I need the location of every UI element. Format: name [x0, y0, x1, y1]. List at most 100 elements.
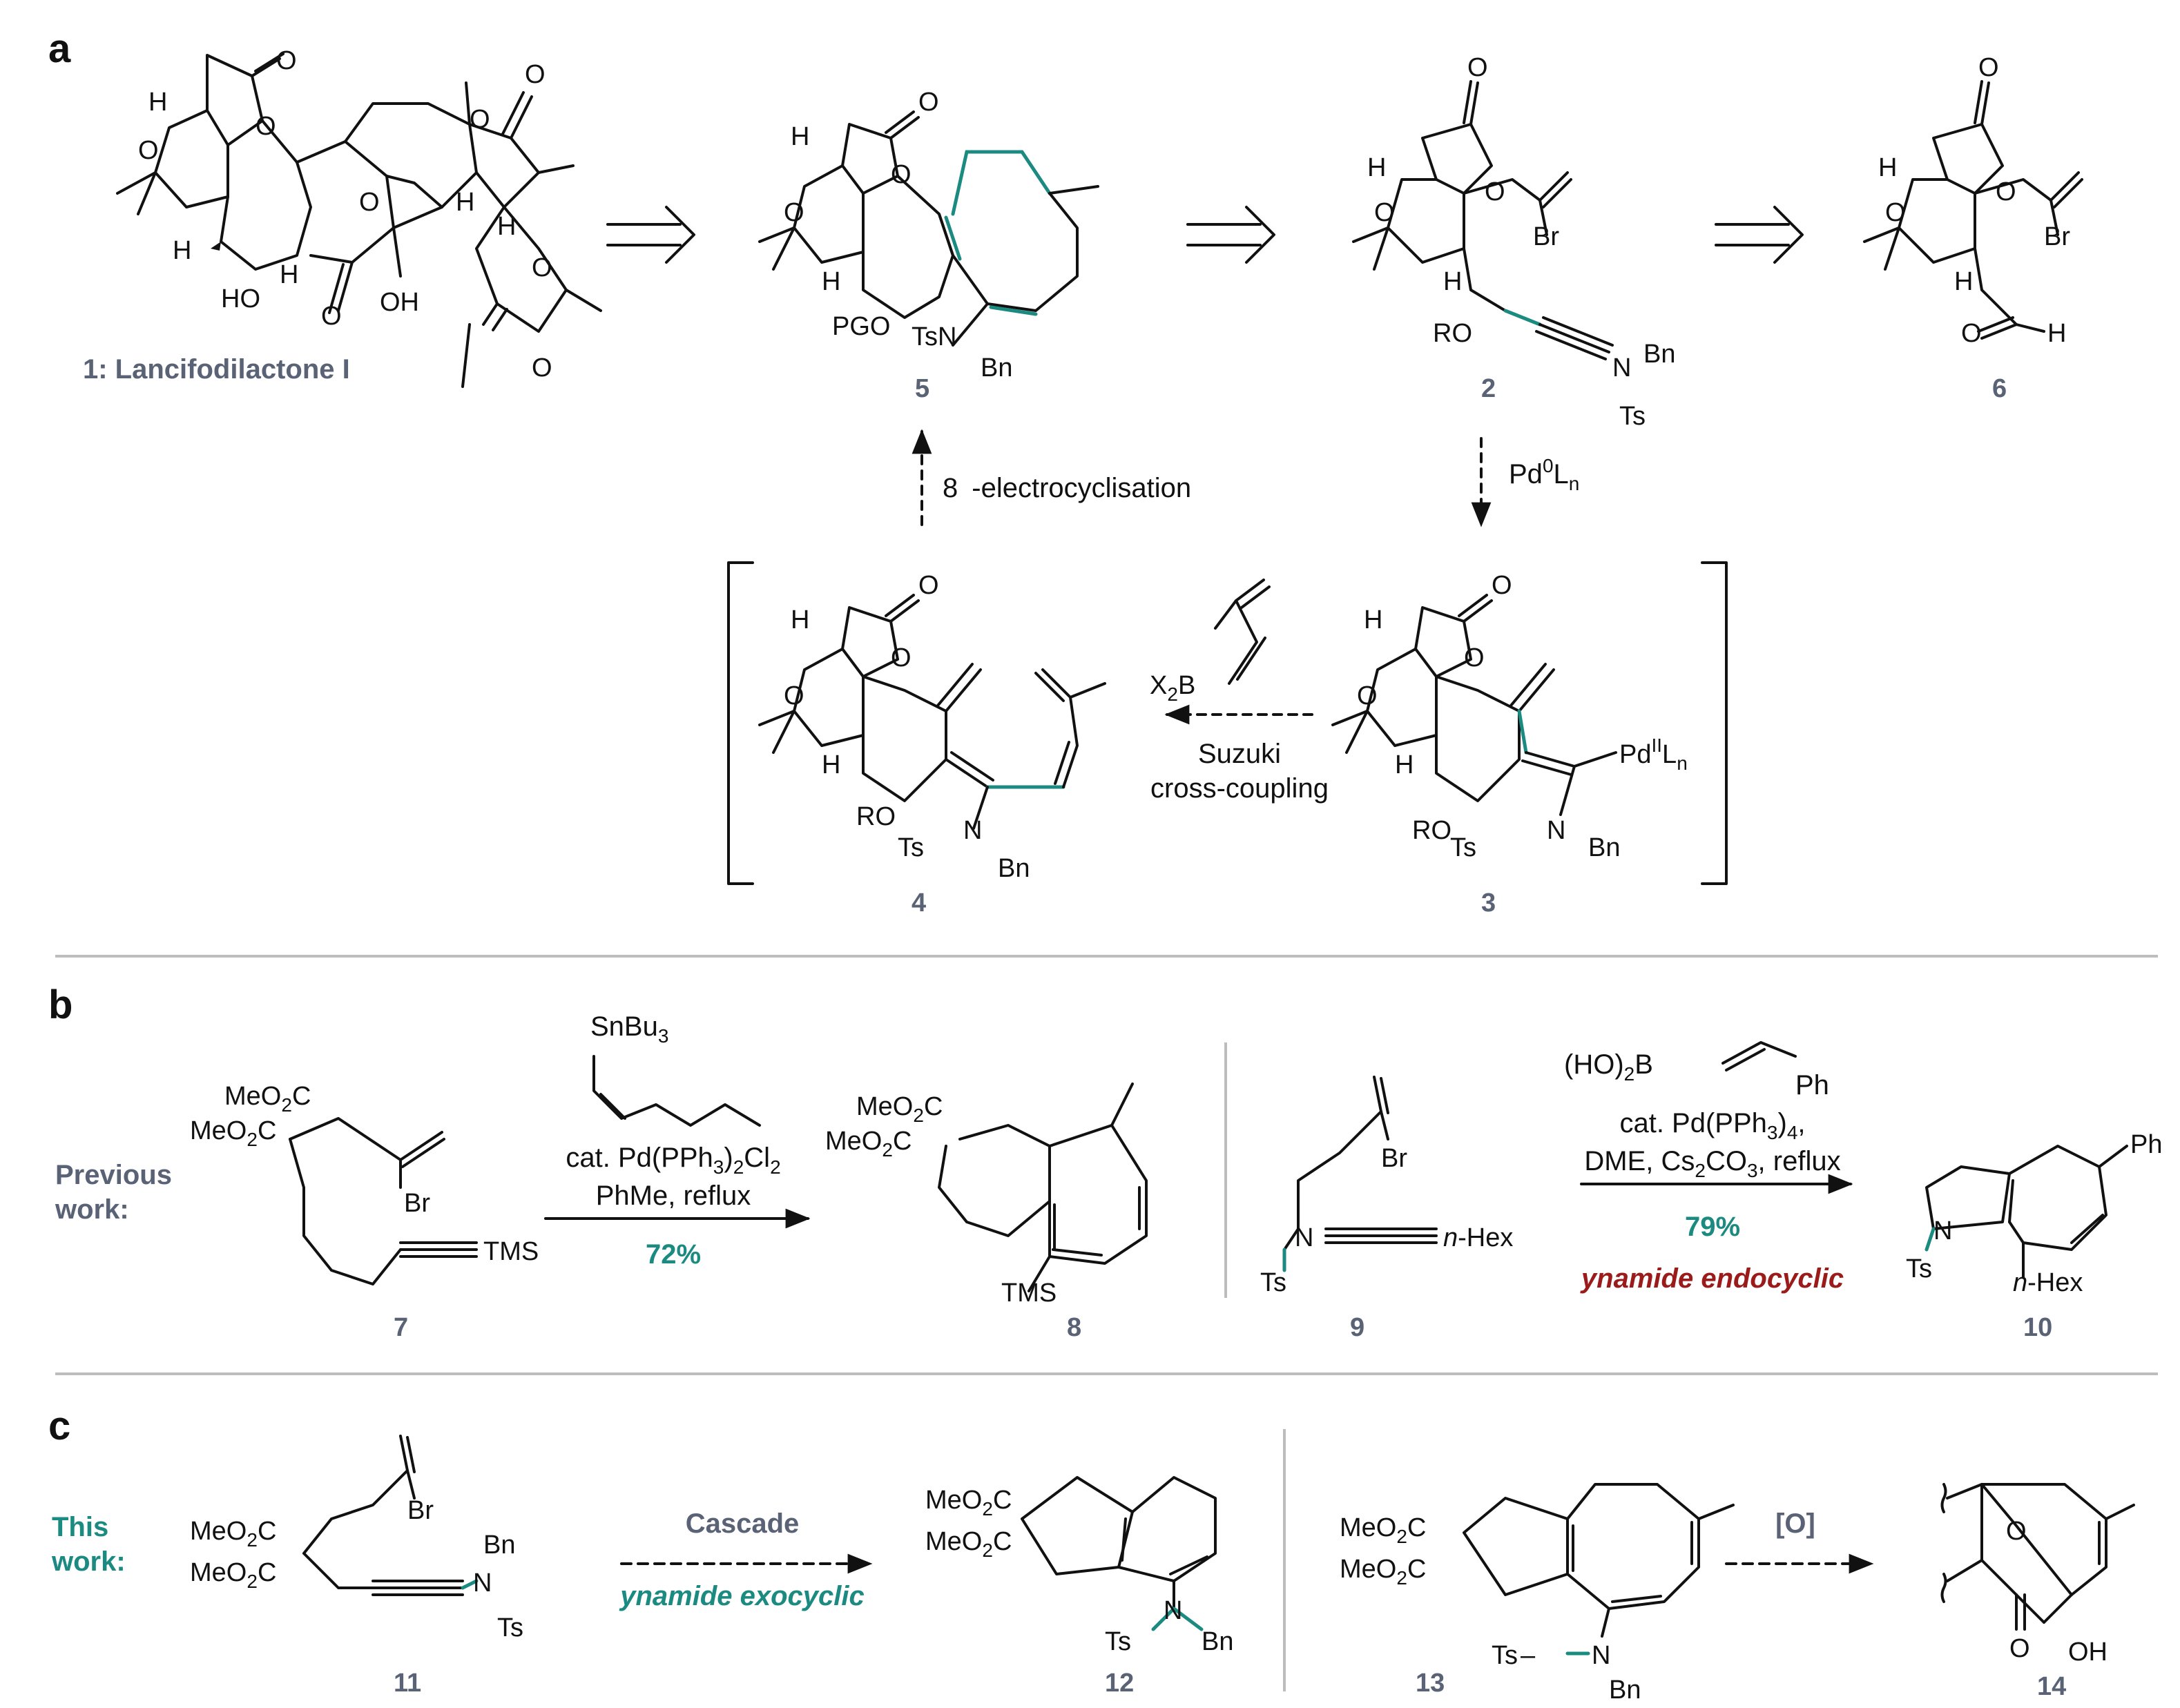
svg-text:O: O	[1885, 198, 1906, 227]
compound-8-structure	[938, 1083, 1148, 1292]
svg-text:O: O	[532, 353, 552, 382]
compound-12-labels: MeO2C MeO2C N Ts Bn	[925, 1486, 1233, 1656]
svg-text:PGO: PGO	[832, 312, 890, 341]
compound-4-labels: H O O O H RO Ts N Bn	[784, 571, 1030, 883]
compound-10-structure	[1925, 1145, 2128, 1279]
svg-text:H: H	[1367, 153, 1386, 182]
compound-9-number: 9	[1350, 1313, 1364, 1342]
svg-text:Ts: Ts	[1105, 1627, 1131, 1656]
svg-text:HO: HO	[221, 284, 260, 313]
compound-5-structure	[758, 110, 1099, 347]
svg-text:O: O	[1492, 571, 1512, 600]
svg-text:Ts: Ts	[1450, 833, 1476, 862]
svg-text:O: O	[918, 571, 939, 600]
compound-10-labels: Ph N Ts n-Hex	[1906, 1130, 2162, 1297]
compound-7-structure	[289, 1117, 478, 1285]
svg-text:Bn: Bn	[483, 1531, 515, 1560]
svg-text:Br: Br	[404, 1189, 430, 1218]
svg-text:n-Hex: n-Hex	[2013, 1268, 2083, 1297]
svg-text:O: O	[1467, 53, 1488, 82]
svg-text:MeO2C: MeO2C	[190, 1558, 276, 1592]
svg-text:TsN: TsN	[911, 322, 956, 351]
svg-text:H: H	[2047, 319, 2066, 348]
svg-text:H: H	[1443, 267, 1462, 296]
compound-9-structure	[1282, 1076, 1438, 1272]
svg-text:O: O	[1357, 681, 1378, 710]
panel-label-b: b	[48, 982, 73, 1027]
svg-text:O: O	[321, 302, 342, 331]
compound-13-number: 13	[1416, 1669, 1445, 1698]
retro-arrow-3	[1715, 206, 1804, 264]
previous-work-label-1: Previous	[55, 1160, 172, 1190]
this-work-label-2: work:	[51, 1546, 126, 1577]
svg-text:O: O	[2006, 1517, 2027, 1546]
compound-3-labels: H O O O H RO Ts N Bn PdIILn	[1357, 571, 1688, 862]
step-suzuki-1: Suzuki	[1198, 739, 1281, 769]
compound-5-labels: H O O O H PGO TsN Bn	[784, 88, 1012, 382]
svg-text:Ts: Ts	[1906, 1254, 1932, 1283]
svg-text:H: H	[173, 236, 191, 265]
svg-text:O: O	[138, 136, 159, 165]
svg-text:MeO2C: MeO2C	[825, 1127, 911, 1161]
svg-text:O: O	[470, 105, 490, 134]
svg-text:OH: OH	[2068, 1638, 2107, 1667]
svg-text:O: O	[1996, 177, 2016, 206]
svg-text:MeO2C: MeO2C	[1340, 1555, 1426, 1589]
svg-text:Ts: Ts	[1619, 402, 1646, 431]
svg-text:O: O	[891, 643, 911, 672]
compound-13-structure	[1463, 1483, 1735, 1656]
svg-text:MeO2C: MeO2C	[856, 1092, 943, 1126]
note-endocyclic: ynamide endocyclic	[1580, 1263, 1844, 1294]
svg-text:Ts–: Ts–	[1492, 1641, 1536, 1670]
x2b-label: X2B	[1150, 671, 1195, 705]
yield-79: 79%	[1685, 1212, 1740, 1242]
cond2-line1: cat. Pd(PPh3)4,	[1619, 1108, 1805, 1143]
compound-13-labels: MeO2C MeO2C Ts– N Bn	[1340, 1513, 1641, 1705]
compound-3-number: 3	[1481, 889, 1496, 918]
panel-label-c: c	[48, 1404, 70, 1448]
svg-text:N: N	[473, 1569, 492, 1598]
svg-text:Bn: Bn	[1643, 340, 1675, 369]
svg-text:Ts: Ts	[898, 833, 924, 862]
compound-1-labels: H O O O H HO H O OH O H H O O O O	[138, 46, 552, 382]
svg-text:H: H	[791, 122, 809, 151]
compound-1-name: 1: Lancifodilactone I	[83, 354, 350, 385]
svg-text:RO: RO	[1433, 319, 1472, 348]
svg-text:O: O	[1978, 53, 1999, 82]
compound-2-structure	[1352, 80, 1614, 360]
svg-text:H: H	[1395, 750, 1414, 779]
vinyl-boronic-acid	[1721, 1041, 1797, 1071]
cond2-line2: DME, Cs2CO3, reflux	[1584, 1146, 1840, 1181]
svg-text:Ph: Ph	[2130, 1130, 2162, 1159]
compound-4-structure	[758, 594, 1106, 830]
compound-8-number: 8	[1067, 1313, 1081, 1342]
yield-72: 72%	[646, 1239, 701, 1270]
step-cascade: Cascade	[686, 1508, 800, 1539]
compound-7-number: 7	[394, 1313, 408, 1342]
svg-text:Bn: Bn	[981, 353, 1012, 382]
compound-11-number: 11	[394, 1669, 421, 1698]
svg-text:Ts: Ts	[497, 1613, 523, 1642]
svg-text:MeO2C: MeO2C	[190, 1116, 276, 1150]
svg-text:Br: Br	[2044, 222, 2070, 251]
svg-text:MeO2C: MeO2C	[224, 1082, 311, 1116]
svg-text:N: N	[963, 816, 982, 845]
svg-text:TMS: TMS	[1001, 1279, 1057, 1308]
compound-2-labels: O H O O Br H RO N Bn Ts	[1367, 53, 1675, 431]
svg-text:H: H	[1954, 267, 1973, 296]
bracket-left	[727, 561, 754, 885]
compound-9-labels: Br N Ts n-Hex	[1260, 1144, 1513, 1297]
reagent2-label: (HO)2B	[1564, 1049, 1653, 1085]
svg-text:Ts: Ts	[1260, 1268, 1286, 1297]
svg-text:N: N	[1933, 1216, 1952, 1245]
svg-text:MeO2C: MeO2C	[190, 1517, 276, 1551]
previous-work-label-2: work:	[55, 1194, 129, 1225]
compound-1-structure	[116, 52, 602, 388]
this-work-label-1: This	[52, 1512, 108, 1542]
svg-text:O: O	[276, 46, 297, 75]
svg-text:N: N	[1612, 353, 1631, 382]
compound-14-number: 14	[2037, 1672, 2066, 1701]
svg-text:H: H	[822, 267, 840, 296]
svg-text:O: O	[525, 60, 546, 89]
